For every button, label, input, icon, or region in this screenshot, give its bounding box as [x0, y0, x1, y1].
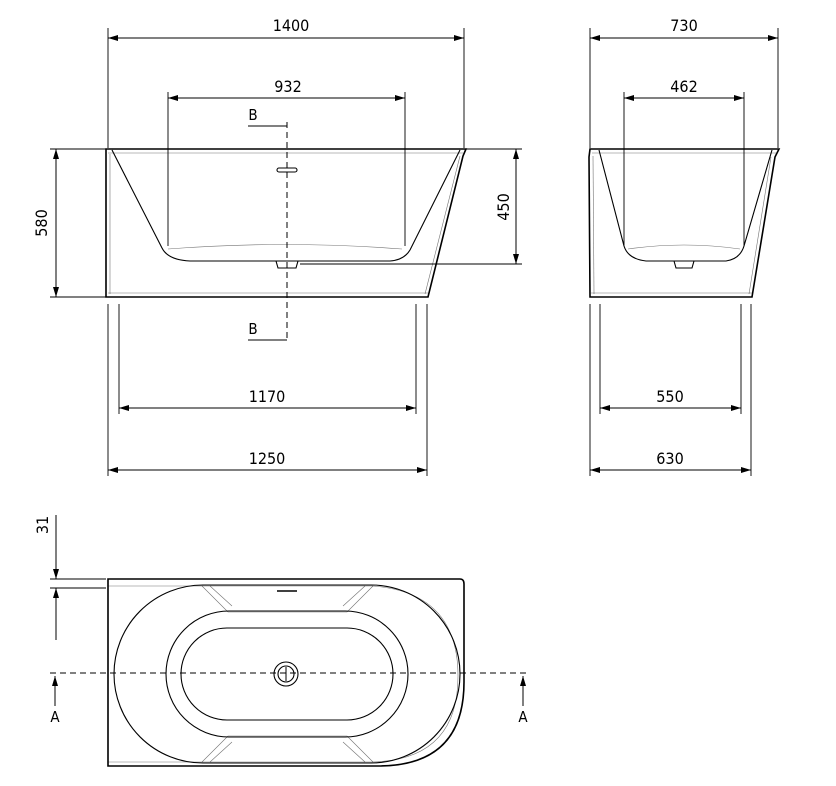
front-right-wall-line	[424, 155, 461, 295]
label-section-b-top: B	[248, 106, 257, 124]
side-tub-outline	[588, 148, 781, 298]
label-section-b-bottom: B	[248, 320, 257, 338]
side-view: 730 462 550 630	[588, 16, 781, 476]
plan-rib-top-2	[209, 585, 366, 607]
plan-view: 31 A A	[33, 515, 530, 767]
front-view: 1400 932 580 450 1170 1250 B B	[32, 16, 522, 476]
front-overflow	[276, 167, 298, 173]
plan-basin-floor-inner	[180, 627, 394, 721]
label-section-a-left: A	[50, 708, 60, 726]
label-front-depth: 450	[494, 193, 513, 220]
label-side-inner: 462	[670, 77, 697, 96]
label-section-a-right: A	[518, 708, 528, 726]
side-right-wall-line	[748, 156, 772, 295]
label-front-height: 580	[32, 209, 51, 236]
plan-rib-bottom-2	[209, 741, 366, 763]
label-front-base-outer: 1250	[249, 449, 286, 468]
plan-drain-outer	[273, 661, 299, 687]
label-plan-offset: 31	[33, 516, 52, 534]
side-basin-floor	[627, 244, 741, 250]
label-front-base-inner: 1170	[249, 387, 286, 406]
plan-outer-outline	[107, 578, 465, 767]
label-side-base-outer: 630	[656, 449, 683, 468]
plan-rib-top	[201, 585, 374, 613]
side-basin-outline	[598, 149, 773, 262]
label-side-base-inner: 550	[656, 387, 683, 406]
plan-drain-inner	[277, 665, 295, 683]
plan-rib-bottom	[201, 735, 374, 763]
front-tub-outline	[105, 148, 468, 298]
side-drain	[673, 260, 695, 269]
plan-basin-outer	[113, 584, 461, 764]
plan-outer-inner-line	[108, 585, 459, 763]
front-basin-outline	[111, 149, 461, 262]
plan-basin-floor-outer	[165, 610, 409, 738]
label-front-overall: 1400	[273, 16, 310, 35]
label-side-overall: 730	[670, 16, 697, 35]
label-front-inner: 932	[274, 77, 301, 96]
front-basin-floor	[167, 244, 403, 250]
side-left-wall-line	[592, 155, 595, 295]
